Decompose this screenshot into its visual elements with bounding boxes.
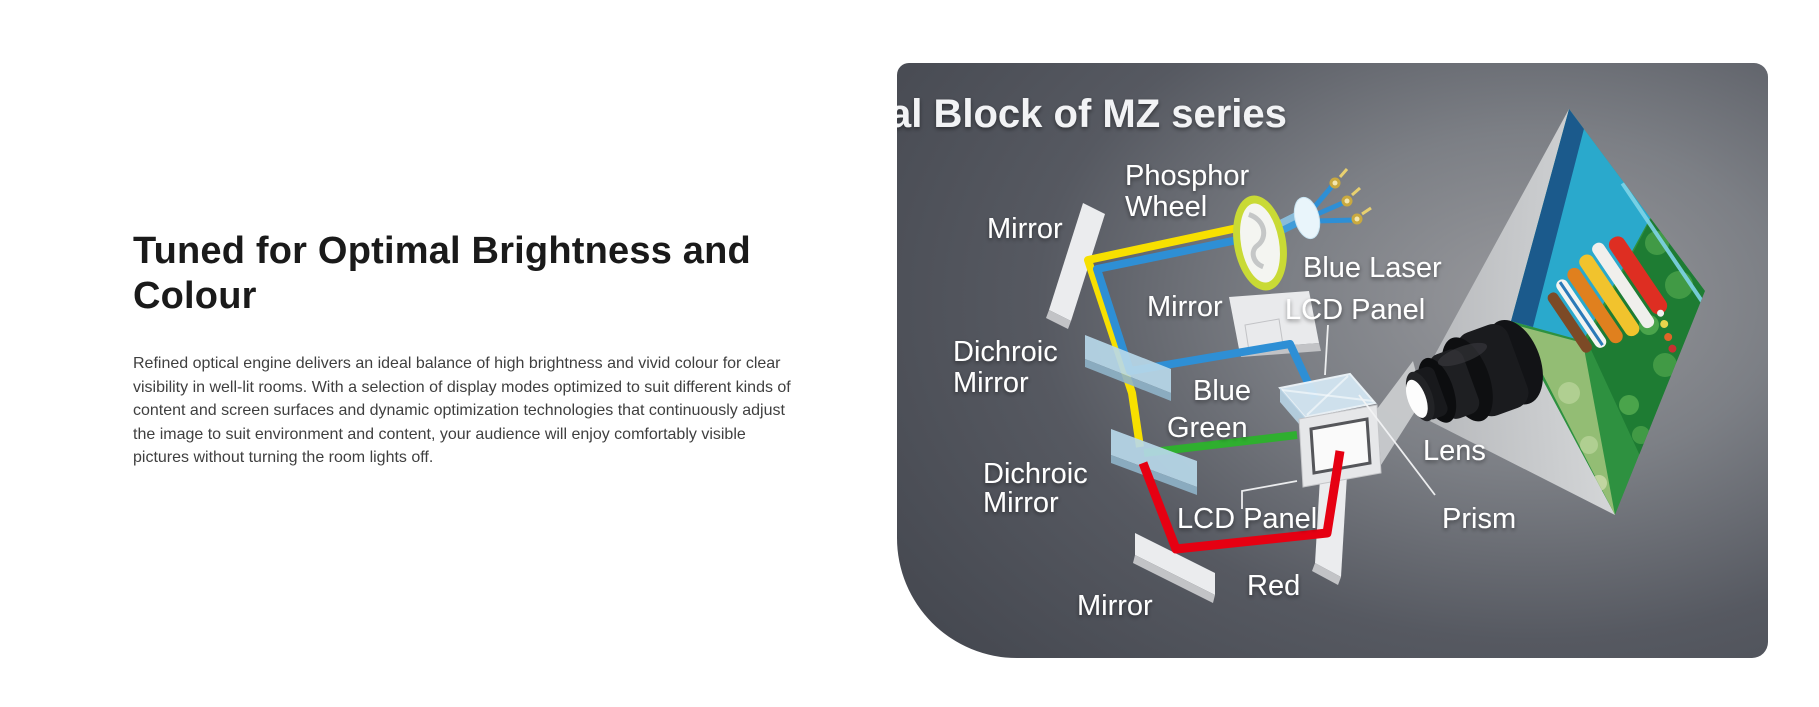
label-dichroic-mirror-2-line2: Mirror <box>983 487 1059 519</box>
label-dichroic-mirror-1-line2: Mirror <box>953 367 1029 399</box>
label-phosphor-wheel-line2: Wheel <box>1125 191 1207 223</box>
label-mirror-bottom: Mirror <box>1077 590 1153 622</box>
projection-lens <box>1405 319 1543 423</box>
photo-deep-water <box>1511 109 1587 327</box>
mirror-top-left <box>1046 203 1105 329</box>
beam-red <box>1138 450 1345 554</box>
section-heading: Tuned for Optimal Brightness and Colour <box>133 230 751 317</box>
label-blue-laser: Blue Laser <box>1303 252 1442 284</box>
label-green: Green <box>1167 412 1248 444</box>
label-prism: Prism <box>1442 503 1516 535</box>
section-paragraph: Refined optical engine delivers an ideal… <box>133 355 791 466</box>
dichroic-mirror-2 <box>1111 429 1197 495</box>
label-lcd-panel-top: LCD Panel <box>1285 294 1425 326</box>
figure-title: al Block of MZ series <box>897 92 1287 136</box>
lcd-panel-red-inner <box>1309 417 1372 475</box>
diagram-labels: al Block of MZ series Mirror Phosphor Wh… <box>897 92 1516 622</box>
laser-diodes <box>1329 168 1372 225</box>
intro-section: Tuned for Optimal Brightness and Colour … <box>133 229 933 470</box>
photo-grass <box>1515 325 1615 515</box>
condenser-lens <box>1293 196 1321 240</box>
callout-lcd-panel-bottom <box>1241 480 1298 509</box>
phosphor-wheel <box>1233 195 1287 291</box>
beam-yellow <box>1084 223 1243 448</box>
callout-lcd-panel-top <box>1324 324 1329 376</box>
label-dichroic-mirror-2-line1: Dichroic <box>983 458 1088 490</box>
label-lcd-panel-bottom: LCD Panel <box>1177 503 1317 535</box>
optical-block-diagram: al Block of MZ series Mirror Phosphor Wh… <box>897 63 1768 658</box>
label-mirror-top: Mirror <box>987 213 1063 245</box>
prism-cube <box>1278 372 1382 488</box>
beam-green <box>1143 431 1298 457</box>
dichroic-mirror-1 <box>1085 335 1171 401</box>
label-blue: Blue <box>1193 375 1251 407</box>
label-dichroic-mirror-1-line1: Dichroic <box>953 336 1058 368</box>
label-lens: Lens <box>1423 435 1486 467</box>
label-mirror-middle: Mirror <box>1147 291 1223 323</box>
label-phosphor-wheel-line1: Phosphor <box>1125 160 1249 192</box>
mirror-bottom-left <box>1133 533 1215 603</box>
callout-prism <box>1358 394 1436 496</box>
label-red: Red <box>1247 570 1300 602</box>
optical-block-figure: al Block of MZ series Mirror Phosphor Wh… <box>897 63 1768 658</box>
